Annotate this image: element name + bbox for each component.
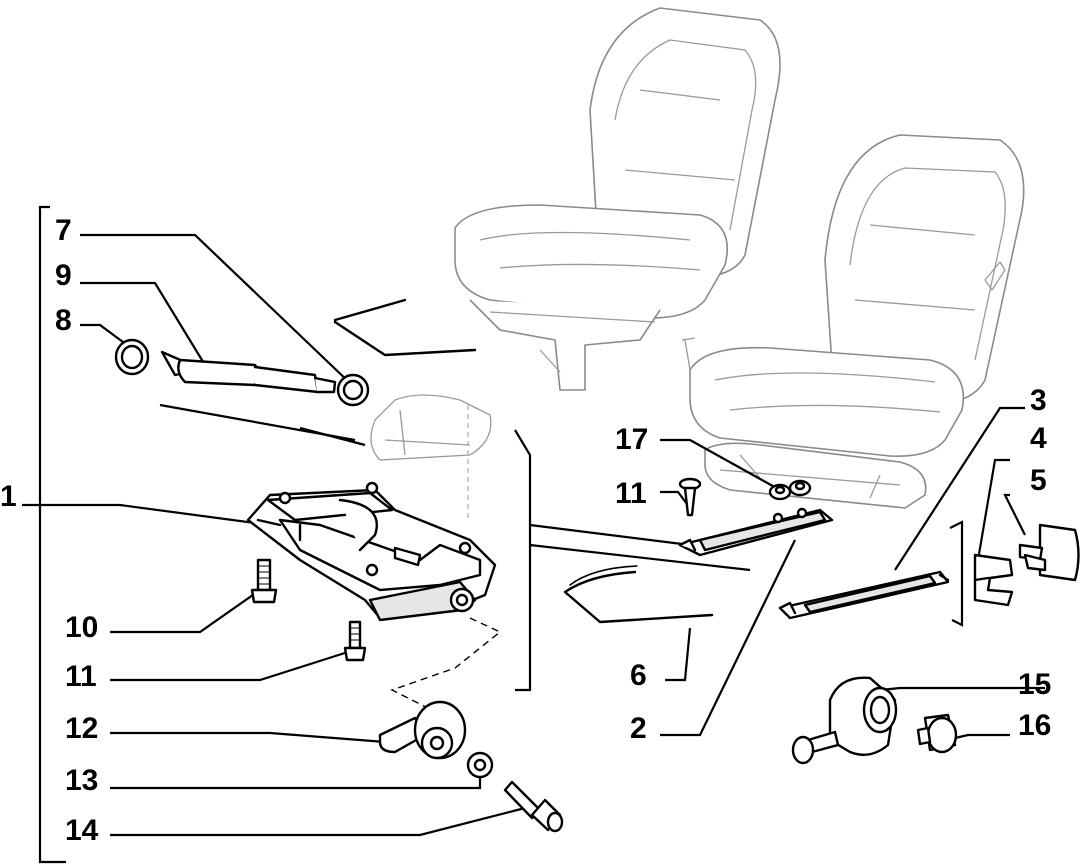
- callout-2: 2: [630, 712, 647, 745]
- callout-6: 6: [630, 659, 647, 692]
- tube-part-9: [160, 350, 337, 394]
- ghost-seat-base: [370, 394, 492, 520]
- callout-8: 8: [55, 304, 72, 337]
- callout-12: 12: [65, 712, 98, 745]
- callout-13: 13: [65, 764, 98, 797]
- callout-17: 17: [615, 423, 648, 456]
- seat-illustration-front: [681, 134, 1025, 509]
- ring-clip-part-7: [336, 373, 370, 407]
- bolt-part-11-left: [343, 620, 367, 662]
- callout-11-right: 11: [615, 477, 647, 510]
- callout-15: 15: [1018, 668, 1051, 701]
- callout-10: 10: [65, 611, 98, 644]
- callout-11-left: 11: [65, 660, 97, 693]
- ring-part-8: [114, 338, 150, 376]
- bolt-part-11-right: [678, 477, 702, 517]
- cap-part-16: [916, 713, 958, 754]
- knob-part-12: [378, 700, 467, 760]
- nuts-part-17: [768, 479, 812, 501]
- callout-16: 16: [1018, 709, 1051, 742]
- callout-1: 1: [0, 480, 17, 513]
- callout-14: 14: [65, 814, 99, 847]
- callout-labels: 1 2 3 4 5 6 7 8 9 10 11 11 12 13 14 15 1…: [0, 214, 1051, 847]
- seat-illustration-rear: [454, 7, 781, 391]
- guide-lines: [159, 403, 964, 709]
- callout-4: 4: [1030, 422, 1047, 455]
- lever-handle-part-15: [791, 676, 898, 765]
- washer-part-13: [466, 751, 494, 779]
- callout-9: 9: [55, 259, 72, 292]
- cap-part-5: [1018, 523, 1080, 582]
- leader-lines: [22, 233, 1045, 837]
- clip-part-4: [973, 553, 1014, 607]
- bolt-part-10: [250, 558, 278, 604]
- callout-7: 7: [55, 214, 72, 247]
- callout-5: 5: [1030, 464, 1047, 497]
- rail-part-3: [778, 570, 950, 620]
- wire-frame-part-6: [333, 298, 714, 624]
- seat-frame-part-1: [246, 481, 497, 622]
- rail-part-2: [678, 507, 834, 557]
- callout-3: 3: [1030, 384, 1047, 417]
- screw-part-14: [503, 780, 564, 833]
- assembly-bracket: [38, 205, 66, 864]
